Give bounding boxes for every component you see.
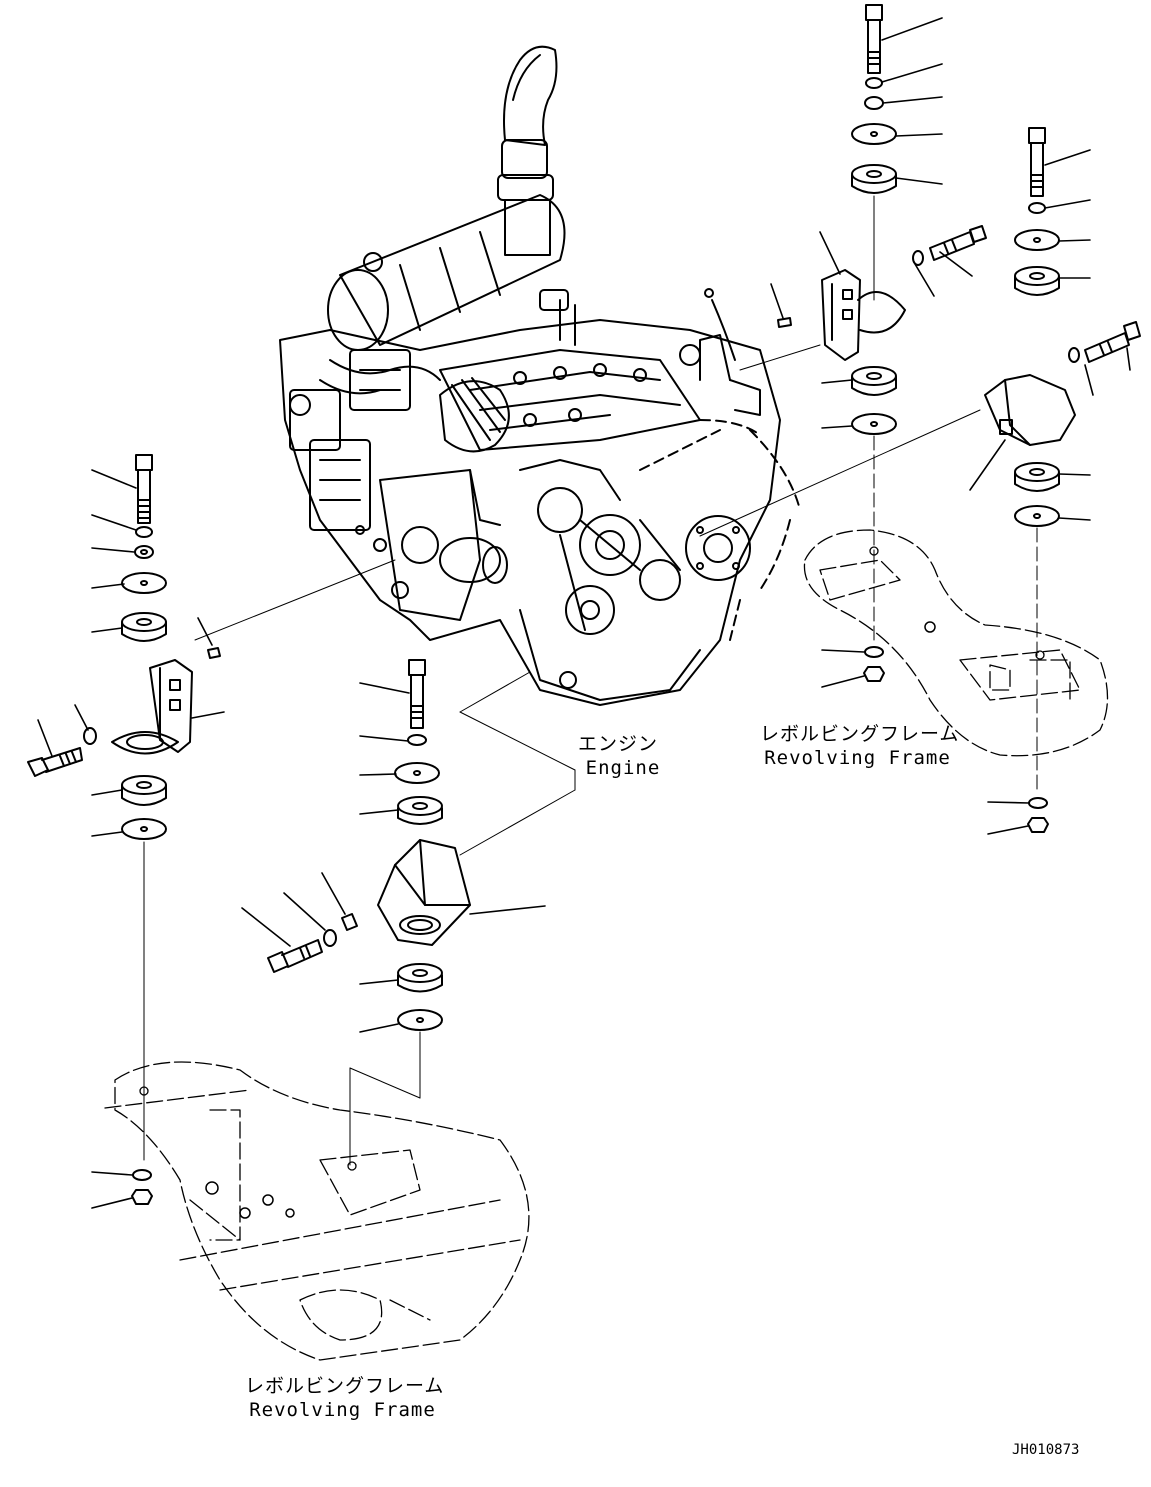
left-plate [122, 573, 166, 593]
left-mount-bolt [136, 455, 152, 470]
assembly-axis-lines [195, 345, 980, 855]
centre-engine-bracket [378, 840, 470, 945]
far-right-mount-stack [985, 128, 1140, 832]
left-lower-plate [122, 819, 166, 839]
engine-label-jp: エンジン [578, 733, 659, 755]
right-frame-label-jp: レボルビングフレーム [760, 723, 960, 745]
right-frame-label-en: Revolving Frame [764, 747, 951, 769]
left-lower-washer [133, 1170, 151, 1180]
left-spring-washer [136, 527, 152, 537]
left-flat-washer [135, 546, 153, 558]
bottom-revolving-frame [105, 1062, 529, 1360]
engine-assembly [280, 47, 800, 705]
bottom-frame-label-jp: レボルビングフレーム [245, 1375, 445, 1397]
callout-leader-lines [38, 18, 1130, 1208]
bottom-frame-label-en: Revolving Frame [249, 1399, 436, 1421]
far-right-bracket [985, 375, 1075, 445]
engine-label-en: Engine [585, 757, 661, 779]
left-lower-cushion [122, 785, 166, 805]
right-revolving-frame [804, 530, 1107, 756]
drawing-code: JH010873 [1012, 1442, 1080, 1458]
left-mount-stack [28, 455, 220, 1204]
right-upper-bracket [822, 270, 860, 360]
left-upper-cushion [122, 622, 166, 641]
left-lower-nut [132, 1190, 152, 1204]
centre-mount-stack [268, 660, 470, 1165]
left-engine-bracket [150, 660, 192, 752]
right-upper-mount-stack [778, 5, 986, 681]
left-side-bolt [28, 758, 48, 776]
